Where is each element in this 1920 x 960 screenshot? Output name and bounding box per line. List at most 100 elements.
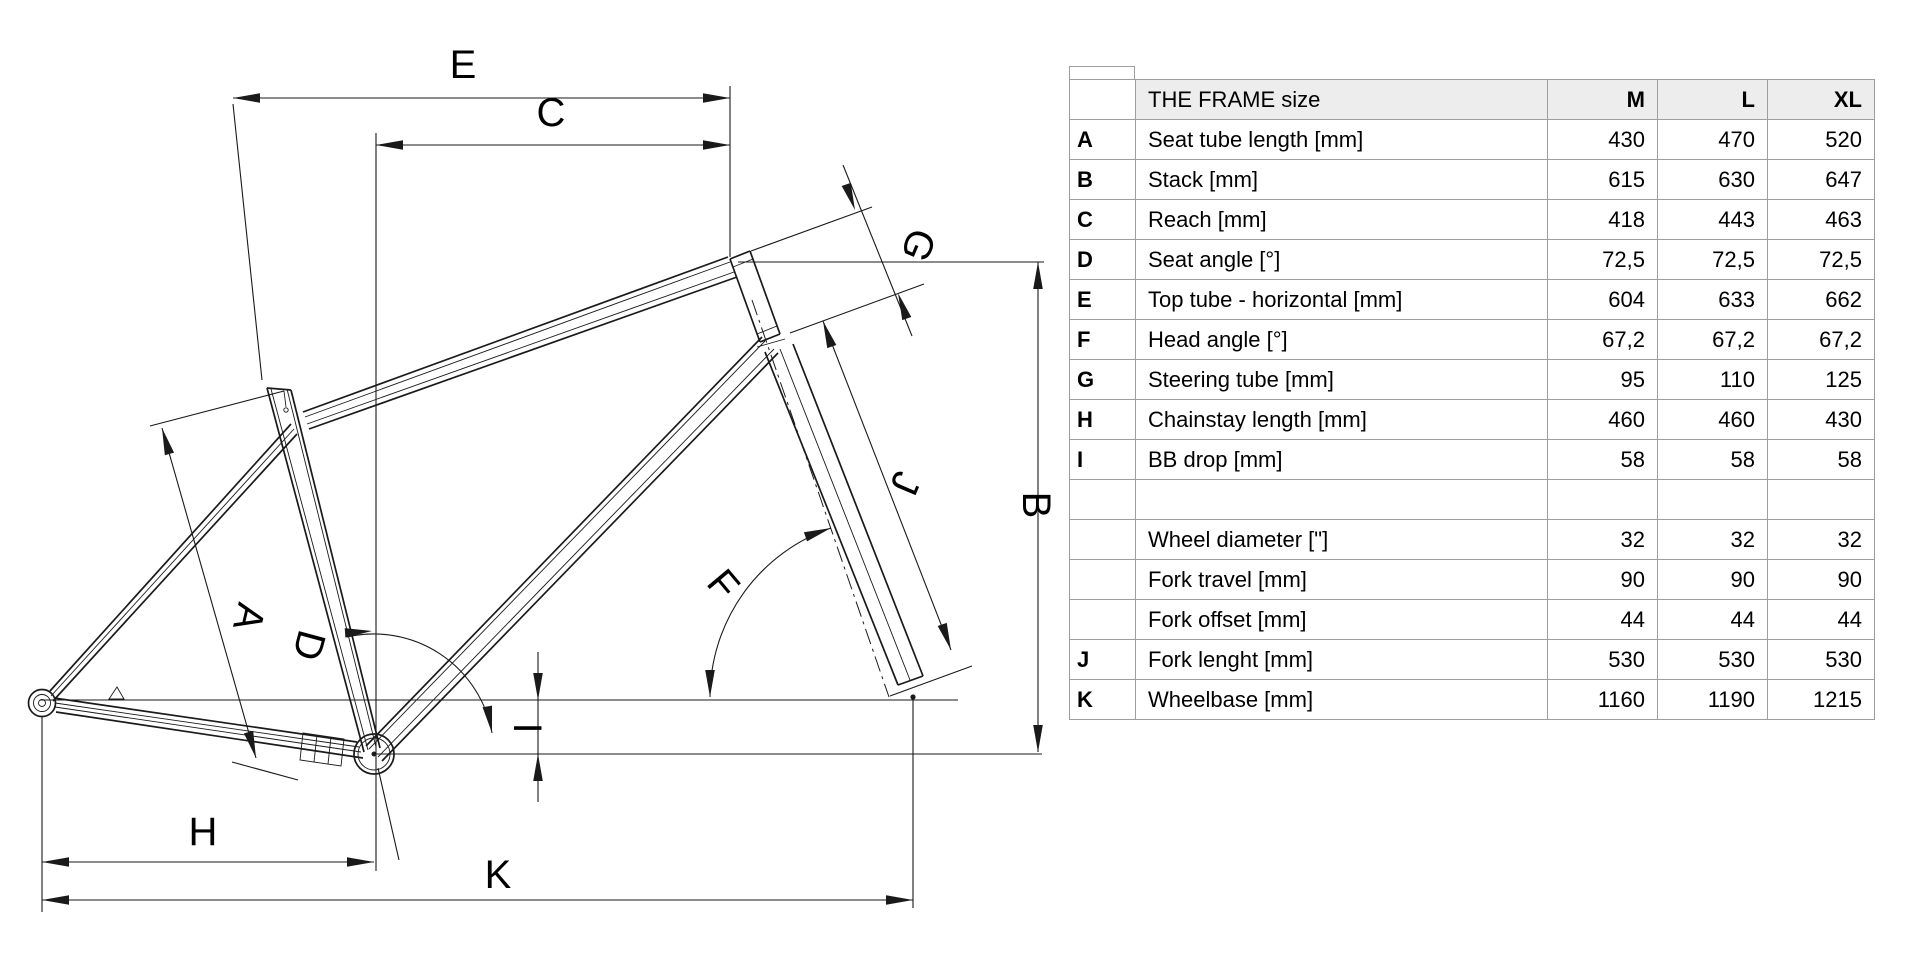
row-value-xl	[1767, 479, 1875, 520]
dim-label-E: E	[450, 43, 477, 87]
row-value-xl: 125	[1767, 359, 1875, 400]
size-header-m: M	[1547, 79, 1658, 120]
dim-label-D: D	[284, 626, 334, 665]
dimension-E: E	[233, 43, 730, 103]
row-value-l: 633	[1657, 279, 1768, 320]
table-row: G Steering tube [mm] 95 110 125	[1069, 359, 1875, 400]
row-label-cell: Chainstay length [mm]	[1135, 399, 1548, 440]
row-value-xl: 44	[1767, 599, 1875, 640]
table-row: H Chainstay length [mm] 460 460 430	[1069, 399, 1875, 440]
row-value-xl: 58	[1767, 439, 1875, 480]
row-letter-cell: F	[1069, 319, 1136, 360]
row-value-l: 530	[1657, 639, 1768, 680]
row-value-m: 95	[1547, 359, 1658, 400]
table-row: E Top tube - horizontal [mm] 604 633 662	[1069, 279, 1875, 320]
size-header-xl: XL	[1767, 79, 1875, 120]
row-value-m: 44	[1547, 599, 1658, 640]
row-value-m: 72,5	[1547, 239, 1658, 280]
row-value-m: 430	[1547, 119, 1658, 160]
row-letter-cell	[1069, 559, 1136, 600]
front-axle-point	[910, 694, 916, 700]
row-value-xl: 430	[1767, 399, 1875, 440]
frame-geometry-table: THE FRAME size M L XL A Seat tube length…	[1069, 79, 1875, 720]
row-label-cell: Seat angle [°]	[1135, 239, 1548, 280]
table-row: J Fork lenght [mm] 530 530 530	[1069, 639, 1875, 680]
bike-frame-drawing	[27, 250, 924, 775]
dim-label-B: B	[1014, 492, 1058, 519]
row-value-xl: 32	[1767, 519, 1875, 560]
row-value-m: 32	[1547, 519, 1658, 560]
row-value-m	[1547, 479, 1658, 520]
row-value-l: 72,5	[1657, 239, 1768, 280]
row-value-xl: 90	[1767, 559, 1875, 600]
seat-clamp-slot	[283, 407, 289, 413]
down-tube	[365, 336, 779, 762]
table-row: C Reach [mm] 418 443 463	[1069, 199, 1875, 240]
reference-lines	[40, 86, 1044, 912]
row-value-xl: 1215	[1767, 679, 1875, 720]
top-tube	[302, 256, 738, 430]
table-row: K Wheelbase [mm] 1160 1190 1215	[1069, 679, 1875, 720]
row-label-cell: Wheel diameter ["]	[1135, 519, 1548, 560]
dimension-D: D	[284, 626, 497, 734]
dim-label-I: I	[505, 722, 549, 733]
row-label-cell: Wheelbase [mm]	[1135, 679, 1548, 720]
row-value-xl: 72,5	[1767, 239, 1875, 280]
row-value-l: 67,2	[1657, 319, 1768, 360]
table-row: B Stack [mm] 615 630 647	[1069, 159, 1875, 200]
row-value-l: 630	[1657, 159, 1768, 200]
dimension-K: K	[42, 853, 913, 905]
row-value-m: 615	[1547, 159, 1658, 200]
fork-blade	[756, 338, 924, 700]
row-value-m: 530	[1547, 639, 1658, 680]
row-label-cell: Fork offset [mm]	[1135, 599, 1548, 640]
frame-geometry-diagram: E C G B J F D	[27, 43, 1058, 912]
dimension-F: F	[698, 523, 833, 698]
dimension-A: A	[157, 426, 273, 760]
brake-mount-detail	[108, 686, 125, 700]
table-row: Wheel diameter ["] 32 32 32	[1069, 519, 1875, 560]
size-header-l: L	[1657, 79, 1768, 120]
row-letter-cell: C	[1069, 199, 1136, 240]
row-letter-cell	[1069, 519, 1136, 560]
row-value-l: 32	[1657, 519, 1768, 560]
dimension-H: H	[42, 810, 374, 867]
dim-label-H: H	[189, 810, 218, 854]
table-corner-notch	[1069, 66, 1135, 80]
head-tube	[729, 250, 781, 343]
table-row: Fork travel [mm] 90 90 90	[1069, 559, 1875, 600]
row-letter-cell: I	[1069, 439, 1136, 480]
row-label-cell	[1135, 479, 1548, 520]
row-label-cell: Stack [mm]	[1135, 159, 1548, 200]
row-letter-cell: E	[1069, 279, 1136, 320]
dim-label-G: G	[892, 222, 945, 268]
row-value-m: 90	[1547, 559, 1658, 600]
dim-label-K: K	[485, 853, 512, 897]
dim-label-A: A	[224, 599, 273, 635]
row-value-l: 443	[1657, 199, 1768, 240]
table-title-cell: THE FRAME size	[1135, 79, 1548, 120]
row-value-m: 418	[1547, 199, 1658, 240]
row-value-l: 44	[1657, 599, 1768, 640]
row-letter-cell: K	[1069, 679, 1136, 720]
row-value-xl: 647	[1767, 159, 1875, 200]
dimension-J: J	[818, 319, 956, 652]
row-value-xl: 463	[1767, 199, 1875, 240]
table-row	[1069, 479, 1875, 520]
seatstay	[49, 423, 298, 702]
dim-label-C: C	[537, 91, 566, 135]
table-row: F Head angle [°] 67,2 67,2 67,2	[1069, 319, 1875, 360]
bottom-bracket	[299, 732, 395, 775]
row-letter-cell	[1069, 479, 1136, 520]
row-value-l: 110	[1657, 359, 1768, 400]
row-label-cell: Fork lenght [mm]	[1135, 639, 1548, 680]
row-value-l: 1190	[1657, 679, 1768, 720]
table-row: A Seat tube length [mm] 430 470 520	[1069, 119, 1875, 160]
row-value-m: 58	[1547, 439, 1658, 480]
row-value-xl: 530	[1767, 639, 1875, 680]
dim-label-F: F	[698, 561, 747, 608]
dim-label-J: J	[881, 465, 929, 501]
row-letter-cell: G	[1069, 359, 1136, 400]
table-corner-cell	[1069, 79, 1136, 120]
dimension-C: C	[376, 91, 730, 150]
